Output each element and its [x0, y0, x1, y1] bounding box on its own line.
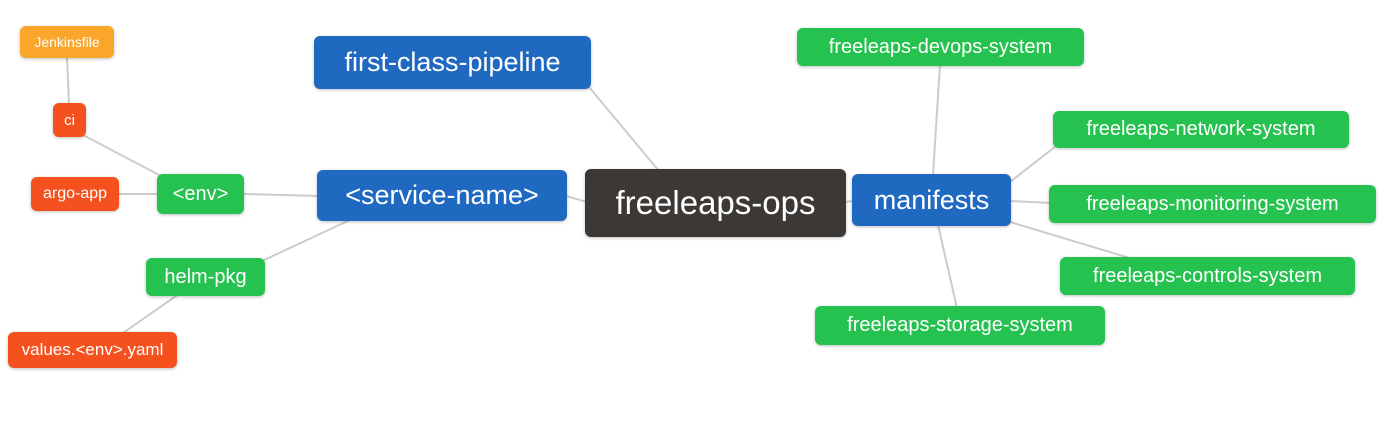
node-ci[interactable]: ci: [53, 103, 86, 137]
node-freeleaps-devops-system[interactable]: freeleaps-devops-system: [797, 28, 1084, 66]
edge-manifests-to-freeleaps-storage-system: [937, 224, 958, 309]
node-helm-pkg[interactable]: helm-pkg: [146, 258, 265, 296]
node-freeleaps-network-system[interactable]: freeleaps-network-system: [1053, 111, 1349, 148]
node-freeleaps-monitoring-system[interactable]: freeleaps-monitoring-system: [1049, 185, 1376, 223]
node-values-env-yaml[interactable]: values.<env>.yaml: [8, 332, 177, 368]
node-freeleaps-controls-system[interactable]: freeleaps-controls-system: [1060, 257, 1355, 295]
node-first-class-pipeline[interactable]: first-class-pipeline: [314, 36, 591, 89]
node-env[interactable]: <env>: [157, 174, 244, 214]
edge-helm-pkg-to-service-name: [261, 218, 353, 262]
edge-manifests-to-freeleaps-devops-system: [932, 63, 941, 176]
edge-manifests-to-freeleaps-monitoring-system: [1009, 200, 1052, 204]
edge-jenkinsfile-to-ci: [66, 57, 70, 105]
edge-ci-to-env: [82, 134, 164, 178]
edge-manifests-to-freeleaps-controls-system: [1009, 221, 1134, 260]
node-freeleaps-ops[interactable]: freeleaps-ops: [585, 169, 846, 237]
edge-service-name-to-freeleaps-ops: [565, 195, 588, 203]
node-jenkinsfile[interactable]: Jenkinsfile: [20, 26, 114, 58]
edge-env-to-service-name: [243, 193, 320, 197]
node-service-name[interactable]: <service-name>: [317, 170, 567, 221]
node-argo-app[interactable]: argo-app: [31, 177, 119, 211]
edge-first-class-pipeline-to-freeleaps-ops: [588, 86, 660, 172]
node-manifests[interactable]: manifests: [852, 174, 1011, 226]
edge-manifests-to-freeleaps-network-system: [1009, 145, 1057, 183]
node-freeleaps-storage-system[interactable]: freeleaps-storage-system: [815, 306, 1105, 345]
edge-values-env-yaml-to-helm-pkg: [122, 295, 177, 334]
